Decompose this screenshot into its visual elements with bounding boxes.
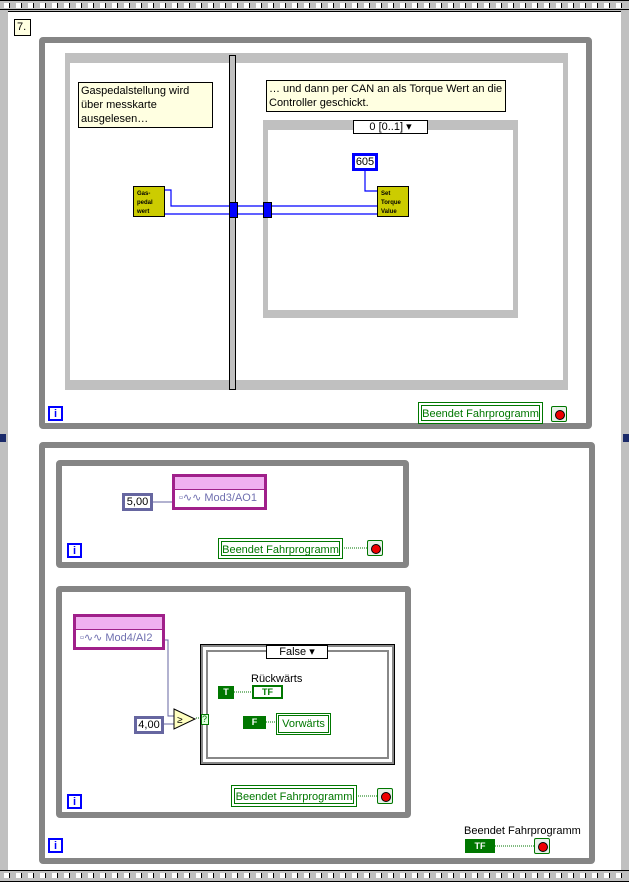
beendet-fahrprogramm-local[interactable]: Beendet Fahrprogramm <box>418 402 543 424</box>
constant-605[interactable]: 605 <box>352 153 378 171</box>
while-loop-a <box>56 460 409 568</box>
sequence-divider <box>229 55 236 390</box>
frame-label: 7. <box>14 19 31 36</box>
tunnel <box>229 202 238 218</box>
beendet-fahrprogramm-local[interactable]: Beendet Fahrprogramm <box>231 785 357 807</box>
daqmx-task-mod4-ai2[interactable]: ▫∿∿ Mod4/AI2 <box>73 614 165 650</box>
stop-icon[interactable] <box>377 788 393 804</box>
case-selector-2[interactable]: False ▾ <box>266 645 328 659</box>
rueckwaerts-label: Rückwärts <box>251 673 303 685</box>
comment-gaspedal: Gaspedalstellung wird über messkarte aus… <box>78 82 213 128</box>
rueckwaerts-indicator[interactable]: TF <box>252 685 283 699</box>
constant-4[interactable]: 4,00 <box>134 716 164 734</box>
false-constant[interactable]: F <box>243 716 266 729</box>
case-selector-1[interactable]: 0 [0..1] ▾ <box>353 120 428 134</box>
true-constant[interactable]: T <box>218 686 234 699</box>
loop-iteration-icon: i <box>67 543 82 558</box>
while-loop-1 <box>39 37 592 429</box>
while-loop-2 <box>39 442 595 864</box>
flat-sequence <box>65 53 568 390</box>
loop-iteration-icon: i <box>67 794 82 809</box>
subvi-set-torque-value[interactable]: Set Torque Value <box>377 186 409 217</box>
case-structure-2 <box>200 644 395 765</box>
stop-icon[interactable] <box>367 540 383 556</box>
greater-or-equal-icon: ≥ <box>173 708 197 730</box>
beendet-fahrprogramm-label: Beendet Fahrprogramm <box>464 825 581 837</box>
subvi-gaspedal-wert[interactable]: Gas-pedal wert <box>133 186 165 217</box>
beendet-fahrprogramm-terminal[interactable]: TF <box>465 839 495 853</box>
tunnel <box>263 202 272 218</box>
daqmx-task-mod3-ao1[interactable]: ▫∿∿ Mod3/AO1 <box>172 474 267 510</box>
while-loop-b <box>56 586 411 818</box>
sequence-filmstrip-top <box>0 0 629 12</box>
svg-text:≥: ≥ <box>177 715 183 726</box>
beendet-fahrprogramm-local[interactable]: Beendet Fahrprogramm <box>218 538 343 559</box>
loop-iteration-icon: i <box>48 406 63 421</box>
vorwaerts-local[interactable]: Vorwärts <box>276 713 331 735</box>
stop-icon[interactable] <box>551 406 567 422</box>
comment-can: … und dann per CAN an als Torque Wert an… <box>266 80 506 112</box>
selector-terminal: ? <box>201 714 209 725</box>
loop-iteration-icon: i <box>48 838 63 853</box>
stop-icon[interactable] <box>534 838 550 854</box>
constant-5[interactable]: 5,00 <box>122 493 153 511</box>
